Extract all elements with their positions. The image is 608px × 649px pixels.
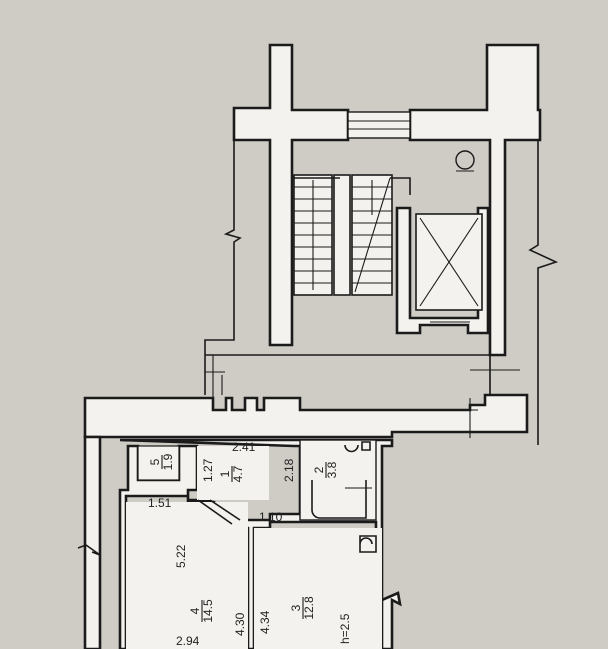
- sink: [344, 441, 371, 453]
- lobby-door-right: [470, 355, 520, 400]
- room-area: 1.9: [161, 453, 175, 470]
- room-5: [137, 445, 180, 481]
- stair-steps-left: [294, 180, 332, 290]
- room-label-3: 3 12.8: [289, 596, 316, 620]
- wall-break-left: [77, 544, 101, 556]
- dim-label: 2.41: [232, 440, 256, 454]
- room-area: 14.5: [201, 599, 215, 623]
- core-wall-left: [232, 43, 350, 347]
- ceiling-height-label: h=2.5: [338, 613, 352, 644]
- lobby-door-left: [205, 355, 225, 400]
- room-area: 3.8: [325, 461, 339, 478]
- room-3: [254, 528, 382, 649]
- dim-label: 2.94: [176, 634, 200, 648]
- boiler-icon: [455, 150, 475, 170]
- bathtub: [311, 480, 367, 519]
- dim-label: 1.10: [259, 510, 283, 524]
- core-window: [347, 111, 411, 139]
- outer-wall-left-upper: [204, 140, 242, 395]
- hall-partition: [197, 499, 233, 525]
- dim-label: 5.22: [174, 544, 188, 568]
- room-number: 1: [218, 470, 232, 477]
- room-number: 4: [188, 607, 202, 614]
- elevator-cross: [419, 217, 479, 307]
- room-number: 3: [289, 604, 303, 611]
- room-label-4: 4 14.5: [188, 599, 215, 623]
- dim-label: 2.18: [282, 458, 296, 482]
- stair-divider: [333, 174, 351, 296]
- room-4: [126, 502, 248, 649]
- room-label-1: 1 4.7: [218, 465, 245, 482]
- dim-label: 4.34: [258, 610, 272, 634]
- outer-wall-right-upper: [528, 140, 559, 445]
- corridor-wall: [83, 393, 529, 439]
- room-area: 12.8: [302, 596, 316, 620]
- stove: [359, 535, 377, 553]
- room-number: 5: [148, 458, 162, 465]
- dim-label: 1.51: [148, 496, 172, 510]
- room-label-2: 2 3.8: [312, 461, 339, 478]
- core-wall-right: [408, 43, 542, 357]
- room-number: 2: [312, 466, 326, 473]
- apartment-wall-left: [83, 435, 102, 649]
- dim-label: 4.30: [233, 612, 247, 636]
- dim-label: 1.27: [201, 458, 215, 482]
- stair-steps-right: [352, 177, 392, 293]
- hall-partition: [209, 499, 241, 521]
- room-area: 4.7: [231, 465, 245, 482]
- landing-wall: [292, 177, 411, 195]
- room-1: [197, 446, 269, 500]
- room-label-5: 5 1.9: [148, 453, 175, 470]
